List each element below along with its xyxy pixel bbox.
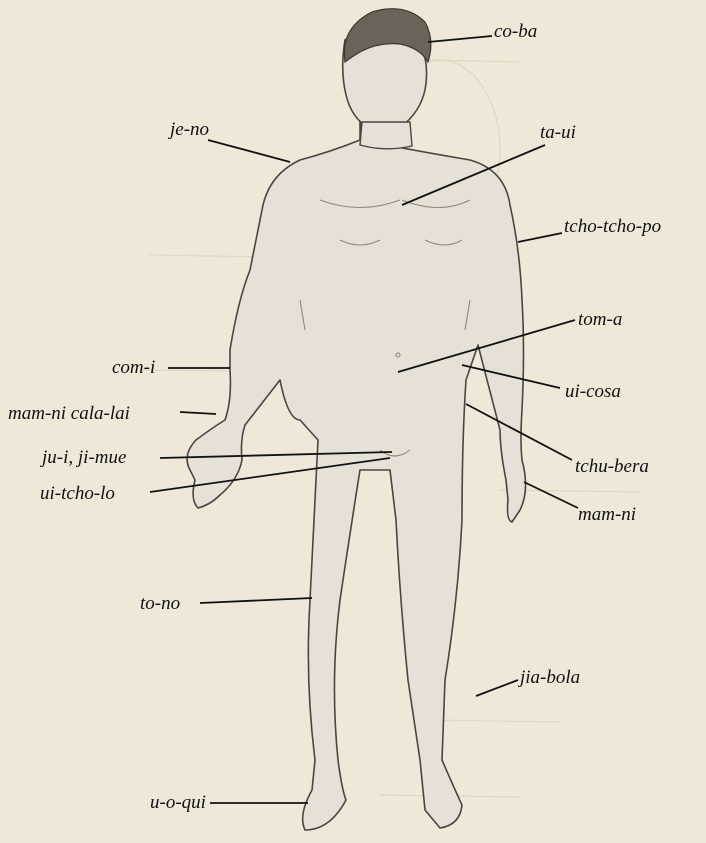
label-u-o-qui: u-o-qui xyxy=(150,793,206,812)
leader-mam-ni-cala-lai xyxy=(180,412,216,414)
label-mam-ni: mam-ni xyxy=(578,505,636,524)
label-mam-ni-cala-lai: mam-ni cala-lai xyxy=(8,404,130,423)
leader-tcho-tcho-po xyxy=(518,233,562,242)
leader-je-no xyxy=(208,140,290,162)
label-jia-bola: jia-bola xyxy=(520,668,580,687)
neck xyxy=(360,122,412,149)
label-com-i: com-i xyxy=(112,358,155,377)
label-to-no: to-no xyxy=(140,594,180,613)
label-ju-i-ji-mue: ju-i, ji-mue xyxy=(42,448,126,467)
leader-jia-bola xyxy=(476,680,518,696)
label-ui-tcho-lo: ui-tcho-lo xyxy=(40,484,115,503)
body-silhouette xyxy=(187,118,525,830)
leader-co-ba xyxy=(428,36,492,42)
leader-to-no xyxy=(200,598,312,603)
leader-mam-ni xyxy=(524,482,578,508)
label-ta-ui: ta-ui xyxy=(540,123,576,142)
label-tcho-tcho-po: tcho-tcho-po xyxy=(564,217,661,236)
label-ui-cosa: ui-cosa xyxy=(565,382,621,401)
label-tom-a: tom-a xyxy=(578,310,622,329)
label-tchu-bera: tchu-bera xyxy=(575,457,649,476)
label-je-no: je-no xyxy=(170,120,209,139)
label-co-ba: co-ba xyxy=(494,22,537,41)
